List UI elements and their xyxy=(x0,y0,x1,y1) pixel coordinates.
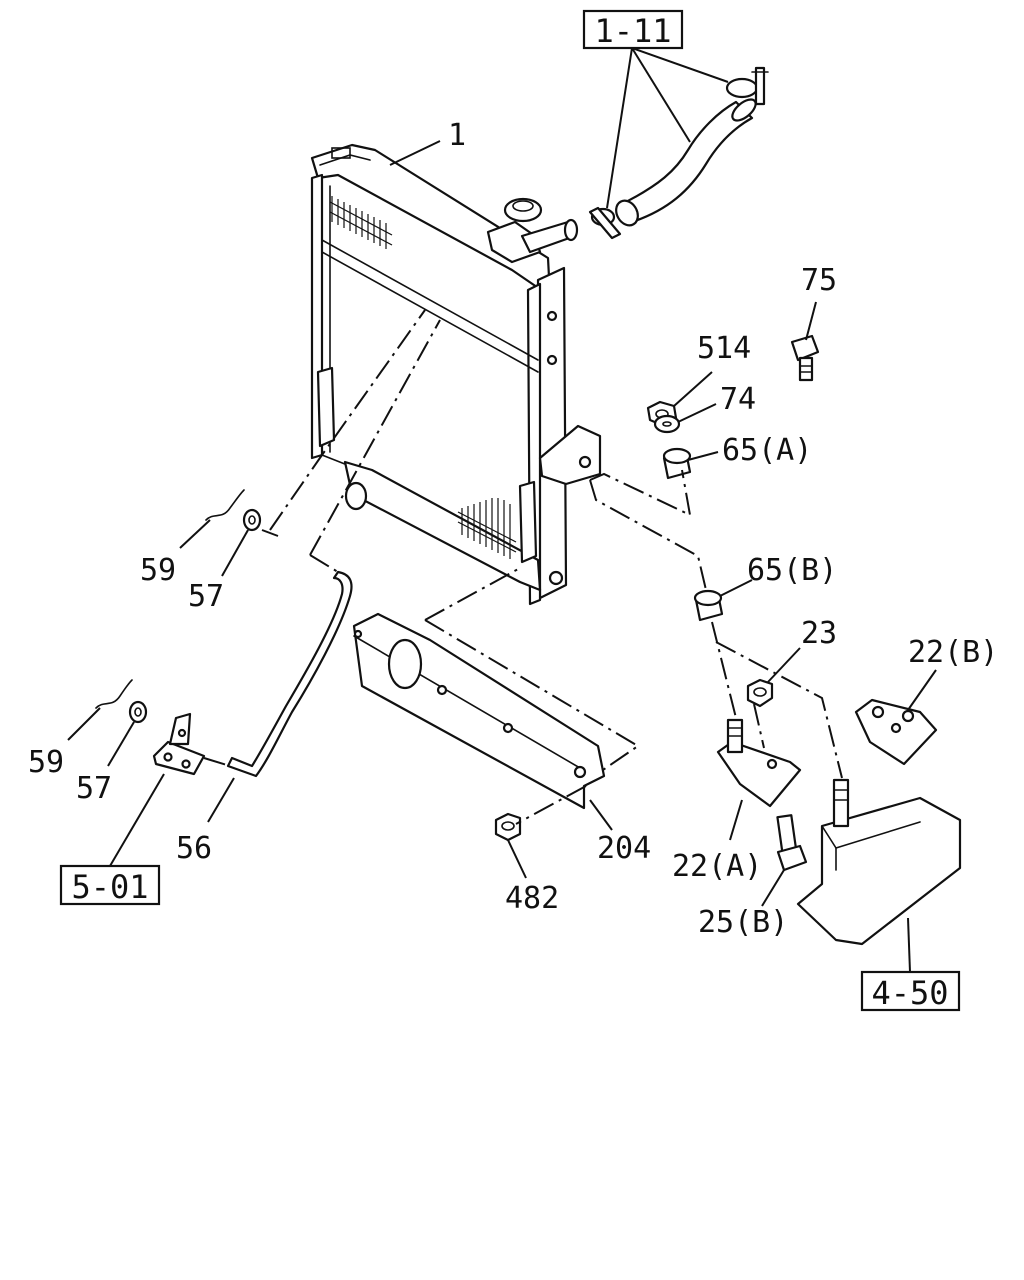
bolt-25b[interactable] xyxy=(776,814,808,872)
cushion-65a[interactable] xyxy=(662,447,692,480)
nut-482[interactable] xyxy=(494,812,522,842)
callout-65a-label: 65(A) xyxy=(722,433,812,468)
cushion-65b[interactable] xyxy=(693,589,724,622)
callout-65a: 65(A) xyxy=(687,433,812,468)
callout-59-lower: 59 xyxy=(28,707,101,780)
callout-59-lower-label: 59 xyxy=(28,745,64,780)
callout-23-label: 23 xyxy=(801,616,837,651)
callout-65b: 65(B) xyxy=(719,553,837,597)
callout-74-label: 74 xyxy=(720,382,756,417)
callout-1: 1 xyxy=(389,118,466,166)
bracket-22a[interactable] xyxy=(716,718,802,808)
callout-75-label: 75 xyxy=(801,263,837,298)
nut-23[interactable] xyxy=(746,678,774,708)
hose-bracket[interactable] xyxy=(152,712,206,776)
reference-box-1-11[interactable]: 1-11 xyxy=(582,9,684,50)
assembly-lines xyxy=(203,309,843,825)
frame-member[interactable] xyxy=(796,778,962,946)
callout-204: 204 xyxy=(589,799,651,866)
callout-56-label: 56 xyxy=(176,831,212,866)
hose-clamp-lower[interactable] xyxy=(588,206,622,240)
callout-65b-label: 65(B) xyxy=(747,553,837,588)
reference-box-1-11-label: 1-11 xyxy=(594,12,671,50)
clip-59-upper[interactable] xyxy=(205,489,245,521)
callout-514-label: 514 xyxy=(697,331,751,366)
callout-204-label: 204 xyxy=(597,831,651,866)
callout-482-label: 482 xyxy=(505,881,559,916)
callout-1-label: 1 xyxy=(448,118,466,153)
callout-57-upper-label: 57 xyxy=(188,579,224,614)
callout-59-upper-label: 59 xyxy=(140,553,176,588)
callout-22a: 22(A) xyxy=(672,799,762,884)
callout-57-lower-label: 57 xyxy=(76,771,112,806)
washer-57-lower[interactable] xyxy=(128,700,148,724)
reference-box-4-50-label: 4-50 xyxy=(871,974,948,1012)
reference-box-5-01[interactable]: 5-01 xyxy=(59,773,165,906)
radiator-assembly[interactable] xyxy=(310,143,602,606)
radiator-core-hatching-bottom xyxy=(457,498,517,559)
callout-22b: 22(B) xyxy=(907,635,998,711)
drain-hose-56[interactable] xyxy=(226,570,353,778)
washer-74[interactable] xyxy=(653,414,681,434)
bolt-75[interactable] xyxy=(790,334,820,382)
callout-22b-label: 22(B) xyxy=(908,635,998,670)
radiator-core-hatching-top xyxy=(329,196,393,249)
callout-514: 514 xyxy=(673,331,751,407)
hose-group-leaders xyxy=(606,47,729,209)
callout-482: 482 xyxy=(505,839,559,916)
callout-56: 56 xyxy=(176,777,235,866)
reference-box-4-50[interactable]: 4-50 xyxy=(860,917,961,1012)
reference-box-5-01-label: 5-01 xyxy=(71,868,148,906)
callout-57-upper: 57 xyxy=(188,529,249,614)
clip-59-lower[interactable] xyxy=(95,679,133,709)
callout-25b-label: 25(B) xyxy=(698,905,788,940)
callout-23: 23 xyxy=(767,616,837,683)
baffle-plate-204[interactable] xyxy=(352,612,606,810)
hose-clamp-upper[interactable] xyxy=(725,66,769,106)
callout-74: 74 xyxy=(677,382,756,423)
radiator-hose[interactable] xyxy=(612,96,759,230)
callout-59-upper: 59 xyxy=(140,519,211,588)
callout-22a-label: 22(A) xyxy=(672,849,762,884)
washer-57-upper[interactable] xyxy=(242,508,262,532)
callout-75: 75 xyxy=(801,263,837,341)
bracket-22b[interactable] xyxy=(854,698,938,766)
callout-57-lower: 57 xyxy=(76,721,135,806)
callout-25b: 25(B) xyxy=(698,869,788,940)
